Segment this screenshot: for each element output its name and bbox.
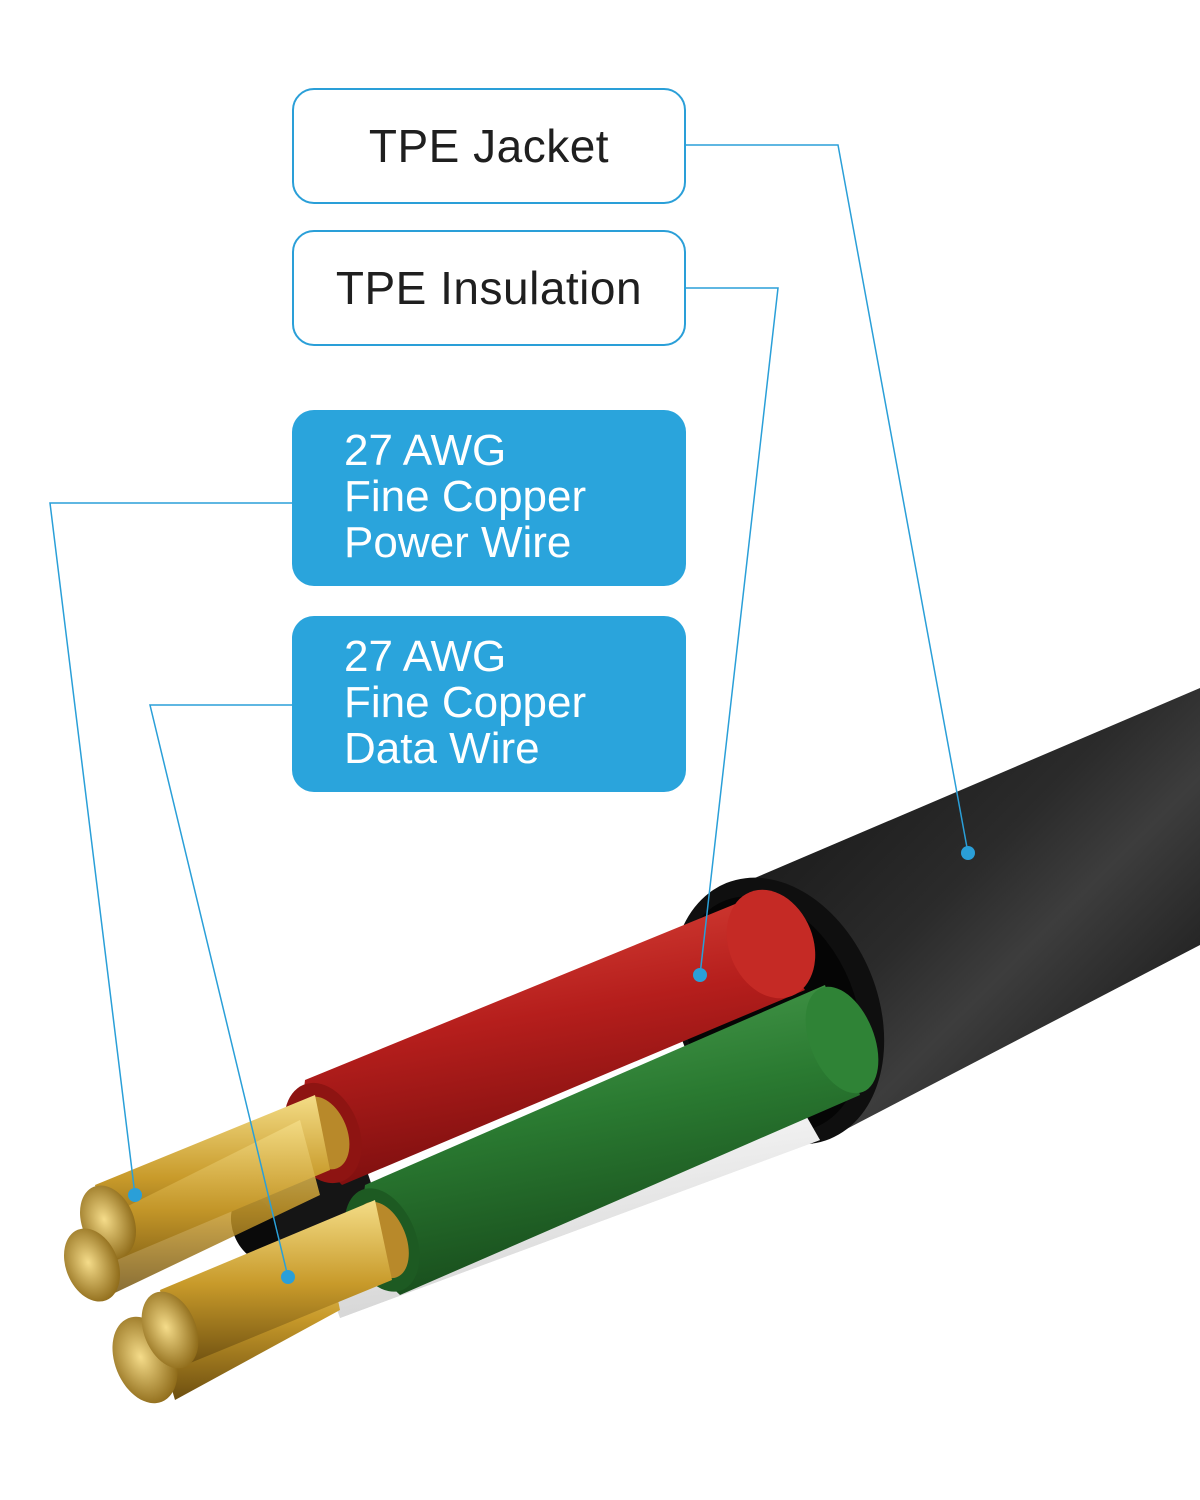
data-wire-material: Fine Copper	[344, 678, 587, 727]
data-wire-type: Data Wire	[344, 724, 540, 773]
tpe-insulation-label: TPE Insulation	[292, 230, 686, 346]
power-wire-leader	[49, 502, 292, 1196]
insulation-leader	[686, 287, 779, 976]
jacket-leader	[686, 144, 969, 854]
tpe-insulation-text: TPE Insulation	[335, 262, 643, 314]
tpe-jacket-text: TPE Jacket	[368, 120, 610, 172]
power-wire-label: 27 AWG Fine Copper Power Wire	[292, 410, 686, 586]
leader-dots	[128, 846, 975, 1284]
data-wire-gauge: 27 AWG	[344, 632, 507, 681]
red-conductor	[64, 889, 816, 1302]
power-wire-material: Fine Copper	[344, 472, 587, 521]
tpe-jacket-label: TPE Jacket	[292, 88, 686, 204]
green-conductor	[141, 985, 879, 1369]
data-wire-leader	[149, 704, 292, 1278]
leader-lines	[49, 144, 969, 1278]
power-wire-gauge: 27 AWG	[344, 426, 507, 475]
power-wire-type: Power Wire	[344, 518, 572, 567]
data-wire-label: 27 AWG Fine Copper Data Wire	[292, 616, 686, 792]
